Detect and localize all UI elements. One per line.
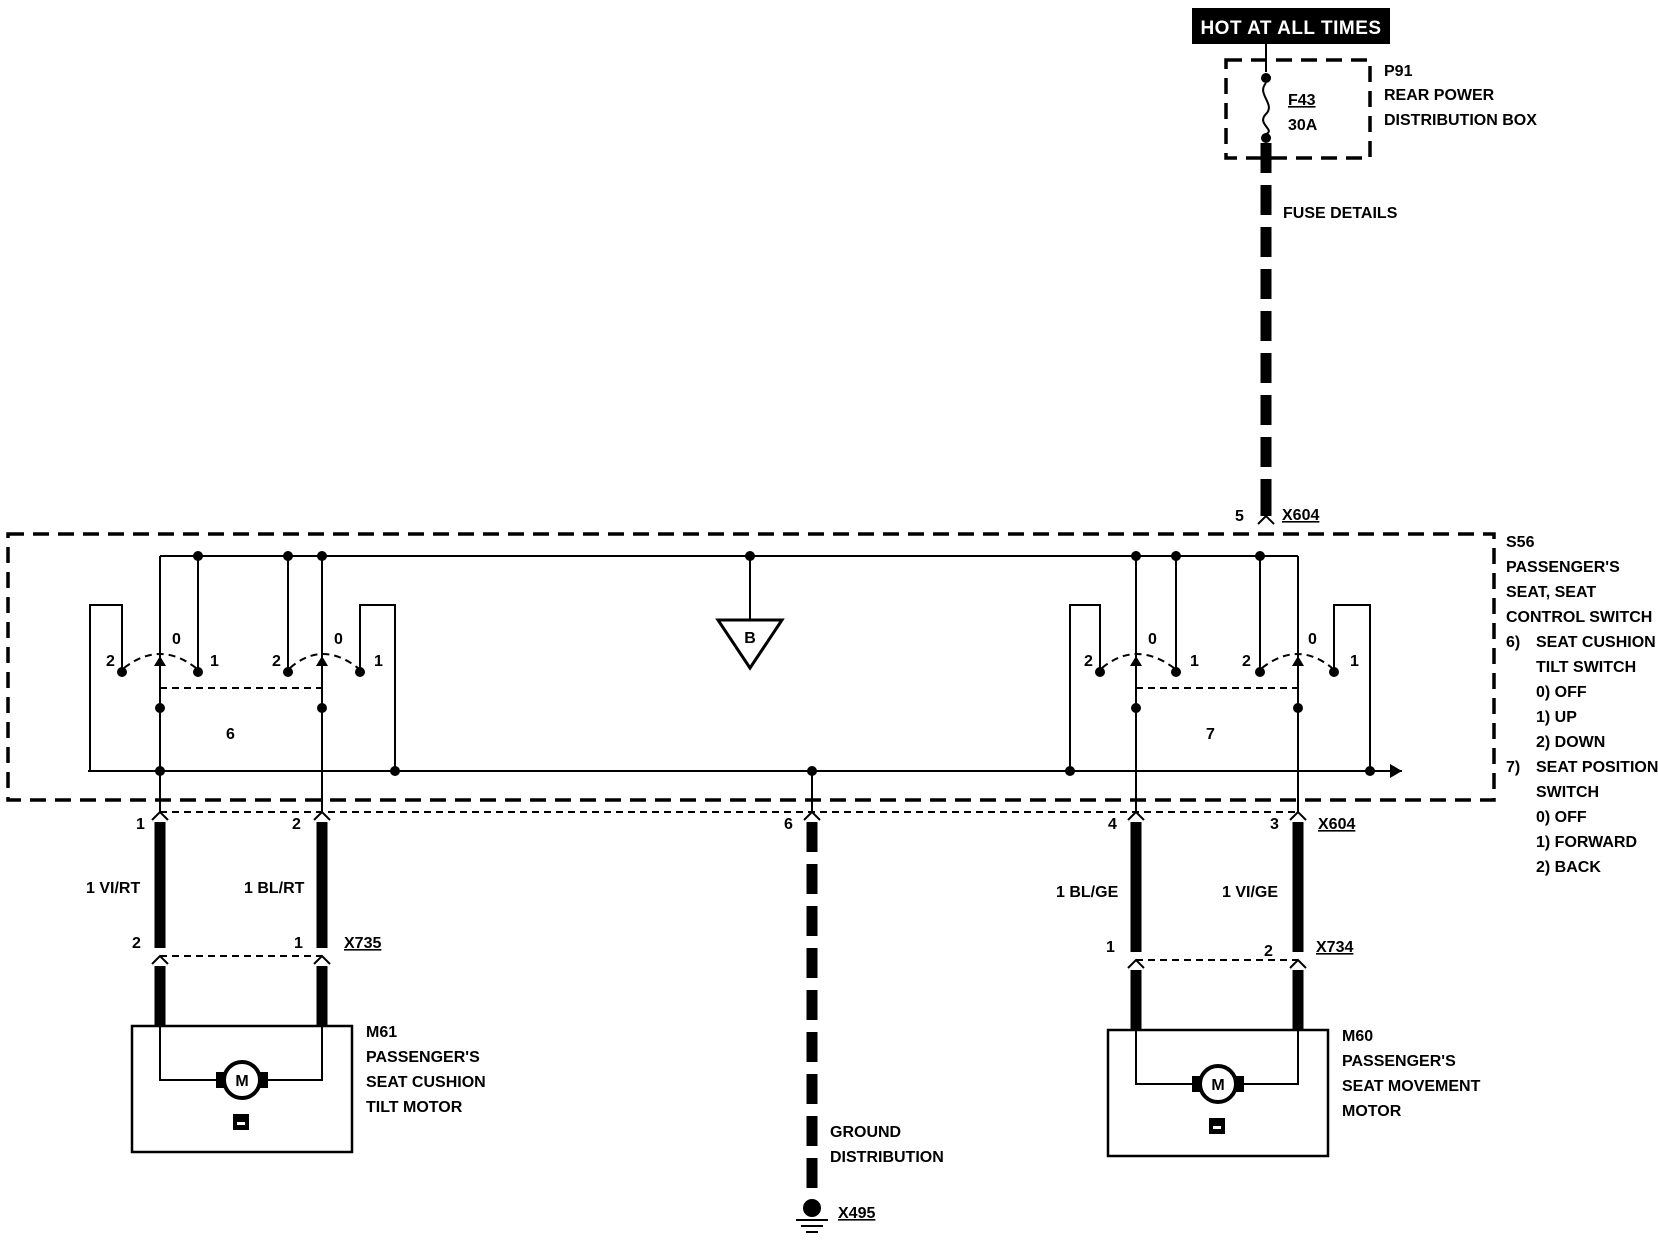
svg-text:M: M bbox=[1211, 1077, 1224, 1094]
connector-x604-top-label: X604 bbox=[1282, 507, 1319, 524]
svg-text:3: 3 bbox=[1270, 816, 1279, 833]
motor-m61-id: M61 bbox=[366, 1024, 397, 1041]
connector-x735-label: X735 bbox=[344, 935, 381, 952]
power-label-bg bbox=[1192, 8, 1390, 44]
legend-text-3: 1) UP bbox=[1536, 709, 1577, 726]
wire-label-vi-rt: 1 VI/RT bbox=[86, 880, 140, 897]
fuse-id: F43 bbox=[1288, 92, 1316, 109]
svg-text:4: 4 bbox=[1108, 816, 1117, 833]
connector-x735: 2 1 X735 bbox=[132, 935, 381, 965]
fuse-terminal-top bbox=[1261, 73, 1271, 83]
legend-num-6: 6) bbox=[1506, 634, 1520, 651]
svg-text:MOTOR: MOTOR bbox=[1342, 1103, 1402, 1120]
svg-text:2: 2 bbox=[272, 653, 281, 670]
switch-7-number: 7 bbox=[1206, 726, 1215, 743]
switch-6-number: 6 bbox=[226, 726, 235, 743]
svg-text:PASSENGER'S: PASSENGER'S bbox=[366, 1049, 480, 1066]
legend-text-2: 0) OFF bbox=[1536, 684, 1587, 701]
svg-text:2: 2 bbox=[1242, 653, 1251, 670]
svg-text:PASSENGER'S: PASSENGER'S bbox=[1342, 1053, 1456, 1070]
connector-x604-bottom: 1 2 6 4 3 X604 bbox=[136, 771, 1355, 833]
svg-text:2: 2 bbox=[132, 935, 141, 952]
wire-label-vi-ge: 1 VI/GE bbox=[1222, 884, 1278, 901]
svg-text:GROUND: GROUND bbox=[830, 1124, 901, 1141]
svg-text:2: 2 bbox=[1264, 943, 1273, 960]
switch-unit-id: S56 bbox=[1506, 534, 1535, 551]
fuse-box-id: P91 bbox=[1384, 63, 1413, 80]
switch-unit-name-1: PASSENGER'S bbox=[1506, 559, 1620, 576]
legend-num-7: 7) bbox=[1506, 759, 1520, 776]
switch-unit-name-3: CONTROL SWITCH bbox=[1506, 609, 1652, 626]
svg-text:M: M bbox=[235, 1073, 248, 1090]
connector-x495-label: X495 bbox=[838, 1205, 875, 1222]
motor-m61: M M61 PASSENGER'S SEAT CUSHION TILT MOTO… bbox=[130, 1024, 486, 1154]
legend-text-8: 1) FORWARD bbox=[1536, 834, 1637, 851]
switch-7: 0 0 2 2 1 1 7 bbox=[1065, 551, 1375, 812]
legend-text-9: 2) BACK bbox=[1536, 859, 1601, 876]
legend-text-5: SEAT POSITION bbox=[1536, 759, 1658, 776]
wire-label-bl-rt: 1 BL/RT bbox=[244, 880, 305, 897]
svg-text:1: 1 bbox=[294, 935, 303, 952]
svg-text:SEAT MOVEMENT: SEAT MOVEMENT bbox=[1342, 1078, 1481, 1095]
legend-text-1: TILT SWITCH bbox=[1536, 659, 1636, 676]
legend-text-7: 0) OFF bbox=[1536, 809, 1587, 826]
motor-m60-icon bbox=[1198, 1064, 1238, 1104]
svg-text:0: 0 bbox=[172, 631, 181, 648]
pin-5-label: 5 bbox=[1235, 508, 1244, 525]
svg-text:0: 0 bbox=[1148, 631, 1157, 648]
switch-6: 0 0 2 2 1 1 6 bbox=[89, 551, 400, 812]
ground-point-icon bbox=[803, 1199, 821, 1217]
svg-text:1: 1 bbox=[210, 653, 219, 670]
svg-text:2: 2 bbox=[292, 816, 301, 833]
svg-text:DISTRIBUTION: DISTRIBUTION bbox=[830, 1149, 944, 1166]
wire-label-bl-ge: 1 BL/GE bbox=[1056, 884, 1119, 901]
svg-text:SEAT CUSHION: SEAT CUSHION bbox=[366, 1074, 486, 1091]
ground-bus-arrow bbox=[1390, 764, 1402, 778]
svg-text:1: 1 bbox=[374, 653, 383, 670]
legend-text-6: SWITCH bbox=[1536, 784, 1599, 801]
connector-x604-bottom-label: X604 bbox=[1318, 816, 1355, 833]
fuse-element-icon bbox=[1262, 82, 1270, 135]
ground-distribution: GROUND DISTRIBUTION X495 bbox=[796, 1124, 944, 1233]
power-label: HOT AT ALL TIMES bbox=[1200, 18, 1381, 39]
svg-text:2: 2 bbox=[106, 653, 115, 670]
fuse-box-name-2: DISTRIBUTION BOX bbox=[1384, 112, 1537, 129]
switch-unit-name-2: SEAT, SEAT bbox=[1506, 584, 1596, 601]
power-source-header: HOT AT ALL TIMES bbox=[1192, 8, 1390, 44]
svg-text:2: 2 bbox=[1084, 653, 1093, 670]
ground-symbol-letter: B bbox=[744, 630, 756, 647]
fuse-box-p91: F43 30A P91 REAR POWER DISTRIBUTION BOX bbox=[1224, 44, 1537, 160]
svg-text:0: 0 bbox=[334, 631, 343, 648]
legend-text-0: SEAT CUSHION bbox=[1536, 634, 1656, 651]
fuse-terminal-bottom bbox=[1261, 133, 1271, 143]
svg-text:6: 6 bbox=[784, 816, 793, 833]
svg-text:0: 0 bbox=[1308, 631, 1317, 648]
connector-x734-label: X734 bbox=[1316, 939, 1353, 956]
connector-x734: 1 2 X734 bbox=[1106, 939, 1353, 969]
motor-m61-icon bbox=[222, 1060, 262, 1100]
motor-m60: M M60 PASSENGER'S SEAT MOVEMENT MOTOR bbox=[1106, 1028, 1481, 1158]
motor-m60-id: M60 bbox=[1342, 1028, 1373, 1045]
svg-text:1: 1 bbox=[1106, 939, 1115, 956]
fuse-details-label: FUSE DETAILS bbox=[1283, 205, 1398, 222]
ground-symbol-b: B bbox=[715, 551, 785, 671]
switch-unit-s56-labels: S56 PASSENGER'S SEAT, SEAT CONTROL SWITC… bbox=[1506, 534, 1658, 876]
svg-text:1: 1 bbox=[1350, 653, 1359, 670]
fuse-box-outline bbox=[1224, 58, 1372, 160]
connector-x604-pin5-arrow bbox=[1257, 514, 1275, 525]
svg-text:TILT MOTOR: TILT MOTOR bbox=[366, 1099, 463, 1116]
fuse-rating: 30A bbox=[1288, 117, 1318, 134]
svg-text:1: 1 bbox=[1190, 653, 1199, 670]
svg-text:1: 1 bbox=[136, 816, 145, 833]
legend-text-4: 2) DOWN bbox=[1536, 734, 1605, 751]
fuse-box-name-1: REAR POWER bbox=[1384, 87, 1495, 104]
